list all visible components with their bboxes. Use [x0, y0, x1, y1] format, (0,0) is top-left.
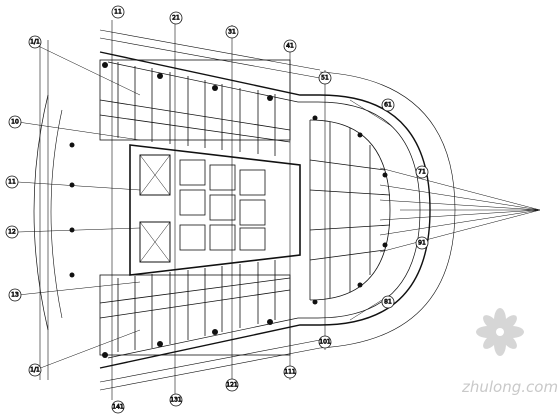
- svg-text:1/1: 1/1: [30, 39, 40, 46]
- grid-bubble-bottom-4: 111: [283, 365, 297, 379]
- watermark: zhulong.com: [461, 308, 558, 396]
- spire-projection: [349, 99, 541, 321]
- grid-bubble-left-4: 12: [5, 225, 19, 239]
- svg-text:81: 81: [384, 299, 392, 306]
- svg-text:10: 10: [11, 119, 19, 126]
- svg-text:31: 31: [228, 29, 236, 36]
- grid-bubble-top-3: 31: [225, 25, 239, 39]
- grid-bubble-right-2: 71: [415, 165, 429, 179]
- grid-bubble-right-4: 81: [381, 295, 395, 309]
- grid-bubble-bottom-1: 141: [111, 400, 125, 414]
- svg-text:51: 51: [321, 75, 329, 82]
- grid-bubble-bottom-2: 131: [169, 393, 183, 407]
- grid-bubble-left-1: 1/1: [28, 35, 42, 49]
- svg-text:1/1: 1/1: [30, 367, 40, 374]
- dimension-lines: [39, 20, 326, 400]
- svg-text:91: 91: [418, 240, 426, 247]
- svg-text:101: 101: [319, 339, 331, 346]
- svg-text:12: 12: [8, 229, 16, 236]
- grid-bubble-top-5: 51: [318, 71, 332, 85]
- building-perimeter: [33, 51, 456, 369]
- svg-text:13: 13: [11, 292, 19, 299]
- svg-text:111: 111: [284, 369, 296, 376]
- grid-bubble-top-1: 11: [111, 5, 125, 19]
- radial-grid-lines: [17, 41, 141, 373]
- svg-text:61: 61: [384, 102, 392, 109]
- svg-text:121: 121: [226, 382, 238, 389]
- grid-bubble-left-5: 13: [8, 288, 22, 302]
- grid-bubble-bottom-5: 101: [318, 335, 332, 349]
- watermark-text: zhulong.com: [461, 378, 558, 396]
- svg-text:21: 21: [172, 15, 180, 22]
- lower-wing-rooms: [99, 260, 291, 356]
- svg-text:11: 11: [8, 179, 16, 186]
- svg-text:41: 41: [286, 43, 294, 50]
- flower-logo-icon: [476, 308, 524, 356]
- grid-bubble-left-6: 1/1: [28, 363, 42, 377]
- grid-bubbles: 11 21 31 41 51 1/1 10 11 12 13 1/1 61 71…: [5, 5, 429, 414]
- east-end-rooms: [309, 119, 391, 301]
- structural-columns: [69, 62, 388, 358]
- grid-bubble-right-1: 61: [381, 98, 395, 112]
- grid-bubble-right-3: 91: [415, 236, 429, 250]
- grid-bubble-left-3: 11: [5, 175, 19, 189]
- svg-text:131: 131: [170, 397, 182, 404]
- grid-bubble-top-2: 21: [169, 11, 183, 25]
- svg-text:71: 71: [418, 169, 426, 176]
- building-core: [129, 144, 301, 276]
- svg-text:11: 11: [114, 9, 122, 16]
- grid-bubble-left-2: 10: [8, 115, 22, 129]
- upper-wing-rooms: [99, 59, 291, 156]
- grid-bubble-bottom-3: 121: [225, 378, 239, 392]
- svg-text:141: 141: [112, 404, 124, 411]
- grid-bubble-top-4: 41: [283, 39, 297, 53]
